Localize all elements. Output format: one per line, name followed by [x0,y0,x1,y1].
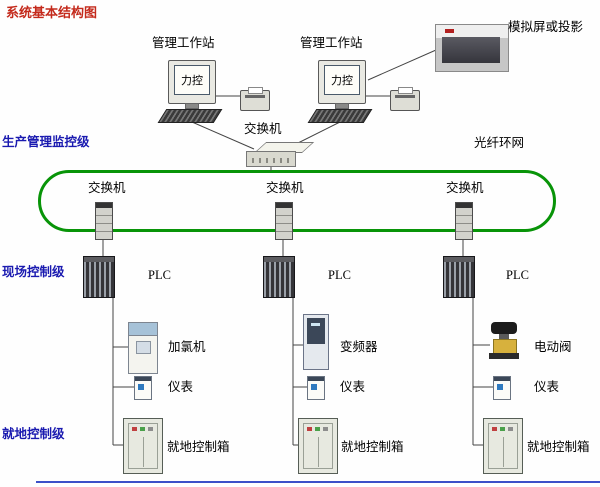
cabinet2-split [318,437,319,467]
wire-paths [102,49,493,446]
cabinet3-split [503,437,504,467]
vfd-display [311,323,320,326]
level-label-field: 现场控制级 [2,265,65,279]
cabinet3-light-gray [508,427,513,431]
workstation1-keyboard-icon [157,109,223,123]
cabinet3-inner [488,423,518,469]
workstation1-screen-text: 力控 [174,65,210,95]
printer2-slot [395,95,415,98]
ring-switch1-cap [96,203,112,208]
level-label-local: 就地控制级 [2,427,65,441]
plc3-cap [444,257,474,262]
cabinet1-icon [123,418,163,474]
instrument3-label: 仪表 [534,380,560,394]
workstation2-keyboard-icon [307,109,373,123]
instrument1-dot [138,384,144,390]
projector-image [435,24,509,72]
ring-switch2-cap [276,203,292,208]
plc1-label: PLC [148,268,171,282]
fiber-ring-label: 光纤环网 [474,136,525,150]
plc1-cap [84,257,114,262]
vfd-icon [303,314,329,370]
printer2-icon [390,87,420,111]
instrument1-cap [135,377,151,381]
plc3-label: PLC [506,268,529,282]
chlorinator-panel [136,341,151,354]
printer1-icon [240,87,270,111]
valve-label: 电动阀 [534,340,572,354]
level-label-production: 生产管理监控级 [2,135,90,149]
plc2-icon [263,256,295,298]
cabinet1-split [143,437,144,467]
ring-switch1-icon [95,202,113,240]
workstation1-monitor-icon: 力控 [168,60,216,104]
ring-switch3-label: 交换机 [446,181,484,195]
top-switch-label: 交换机 [244,122,282,136]
cabinet3-label: 就地控制箱 [527,440,590,454]
ring-switch2-label: 交换机 [266,181,304,195]
cabinet2-icon [298,418,338,474]
instrument2-cap [308,377,324,381]
instrument2-icon [307,376,325,400]
projector-red-mark [445,29,454,33]
instrument1-label: 仪表 [168,380,194,394]
cabinet2-light-green [315,427,320,431]
cabinet2-light-gray [323,427,328,431]
instrument3-dot [497,384,503,390]
chlorinator-band [129,323,157,336]
plc2-label: PLC [328,268,351,282]
bottom-divider [36,481,600,483]
valve-body [493,339,517,354]
vfd-label: 变频器 [340,340,378,354]
workstation2-screen-text: 力控 [324,65,360,95]
cabinet2-label: 就地控制箱 [341,440,404,454]
cabinet1-light-green [140,427,145,431]
valve-base [489,353,519,359]
printer1-paper [248,87,263,94]
ring-switch1-label: 交换机 [88,181,126,195]
instrument2-dot [311,384,317,390]
fiber-ring-network [38,170,556,232]
projector-screen [442,37,500,63]
instrument3-cap [494,377,510,381]
plc3-icon [443,256,475,298]
instrument1-icon [134,376,152,400]
cabinet3-light-green [500,427,505,431]
projector-label: 模拟屏或投影 [508,20,584,34]
ring-switch2-icon [275,202,293,240]
electric-valve-icon [488,322,520,360]
printer1-slot [245,95,265,98]
valve-motor [491,322,517,334]
cabinet3-light-red [492,427,497,431]
cabinet1-label: 就地控制箱 [167,440,230,454]
plc2-cap [264,257,294,262]
ring-switch3-cap [456,203,472,208]
plc1-icon [83,256,115,298]
vfd-door [307,318,325,344]
top-switch-icon [246,142,315,168]
top-switch-frontface [246,151,296,167]
chlorinator-icon [128,322,158,374]
workstation2-label: 管理工作站 [300,36,363,50]
valve-neck [499,334,509,339]
cabinet2-light-red [307,427,312,431]
chlorinator-label: 加氯机 [168,340,206,354]
cabinet3-icon [483,418,523,474]
diagram-title: 系统基本结构图 [6,5,98,20]
cabinet1-light-gray [148,427,153,431]
instrument2-label: 仪表 [340,380,366,394]
instrument3-icon [493,376,511,400]
cabinet1-light-red [132,427,137,431]
ring-switch3-icon [455,202,473,240]
workstation1-label: 管理工作站 [152,36,215,50]
workstation2-monitor-icon: 力控 [318,60,366,104]
printer2-paper [398,87,413,94]
